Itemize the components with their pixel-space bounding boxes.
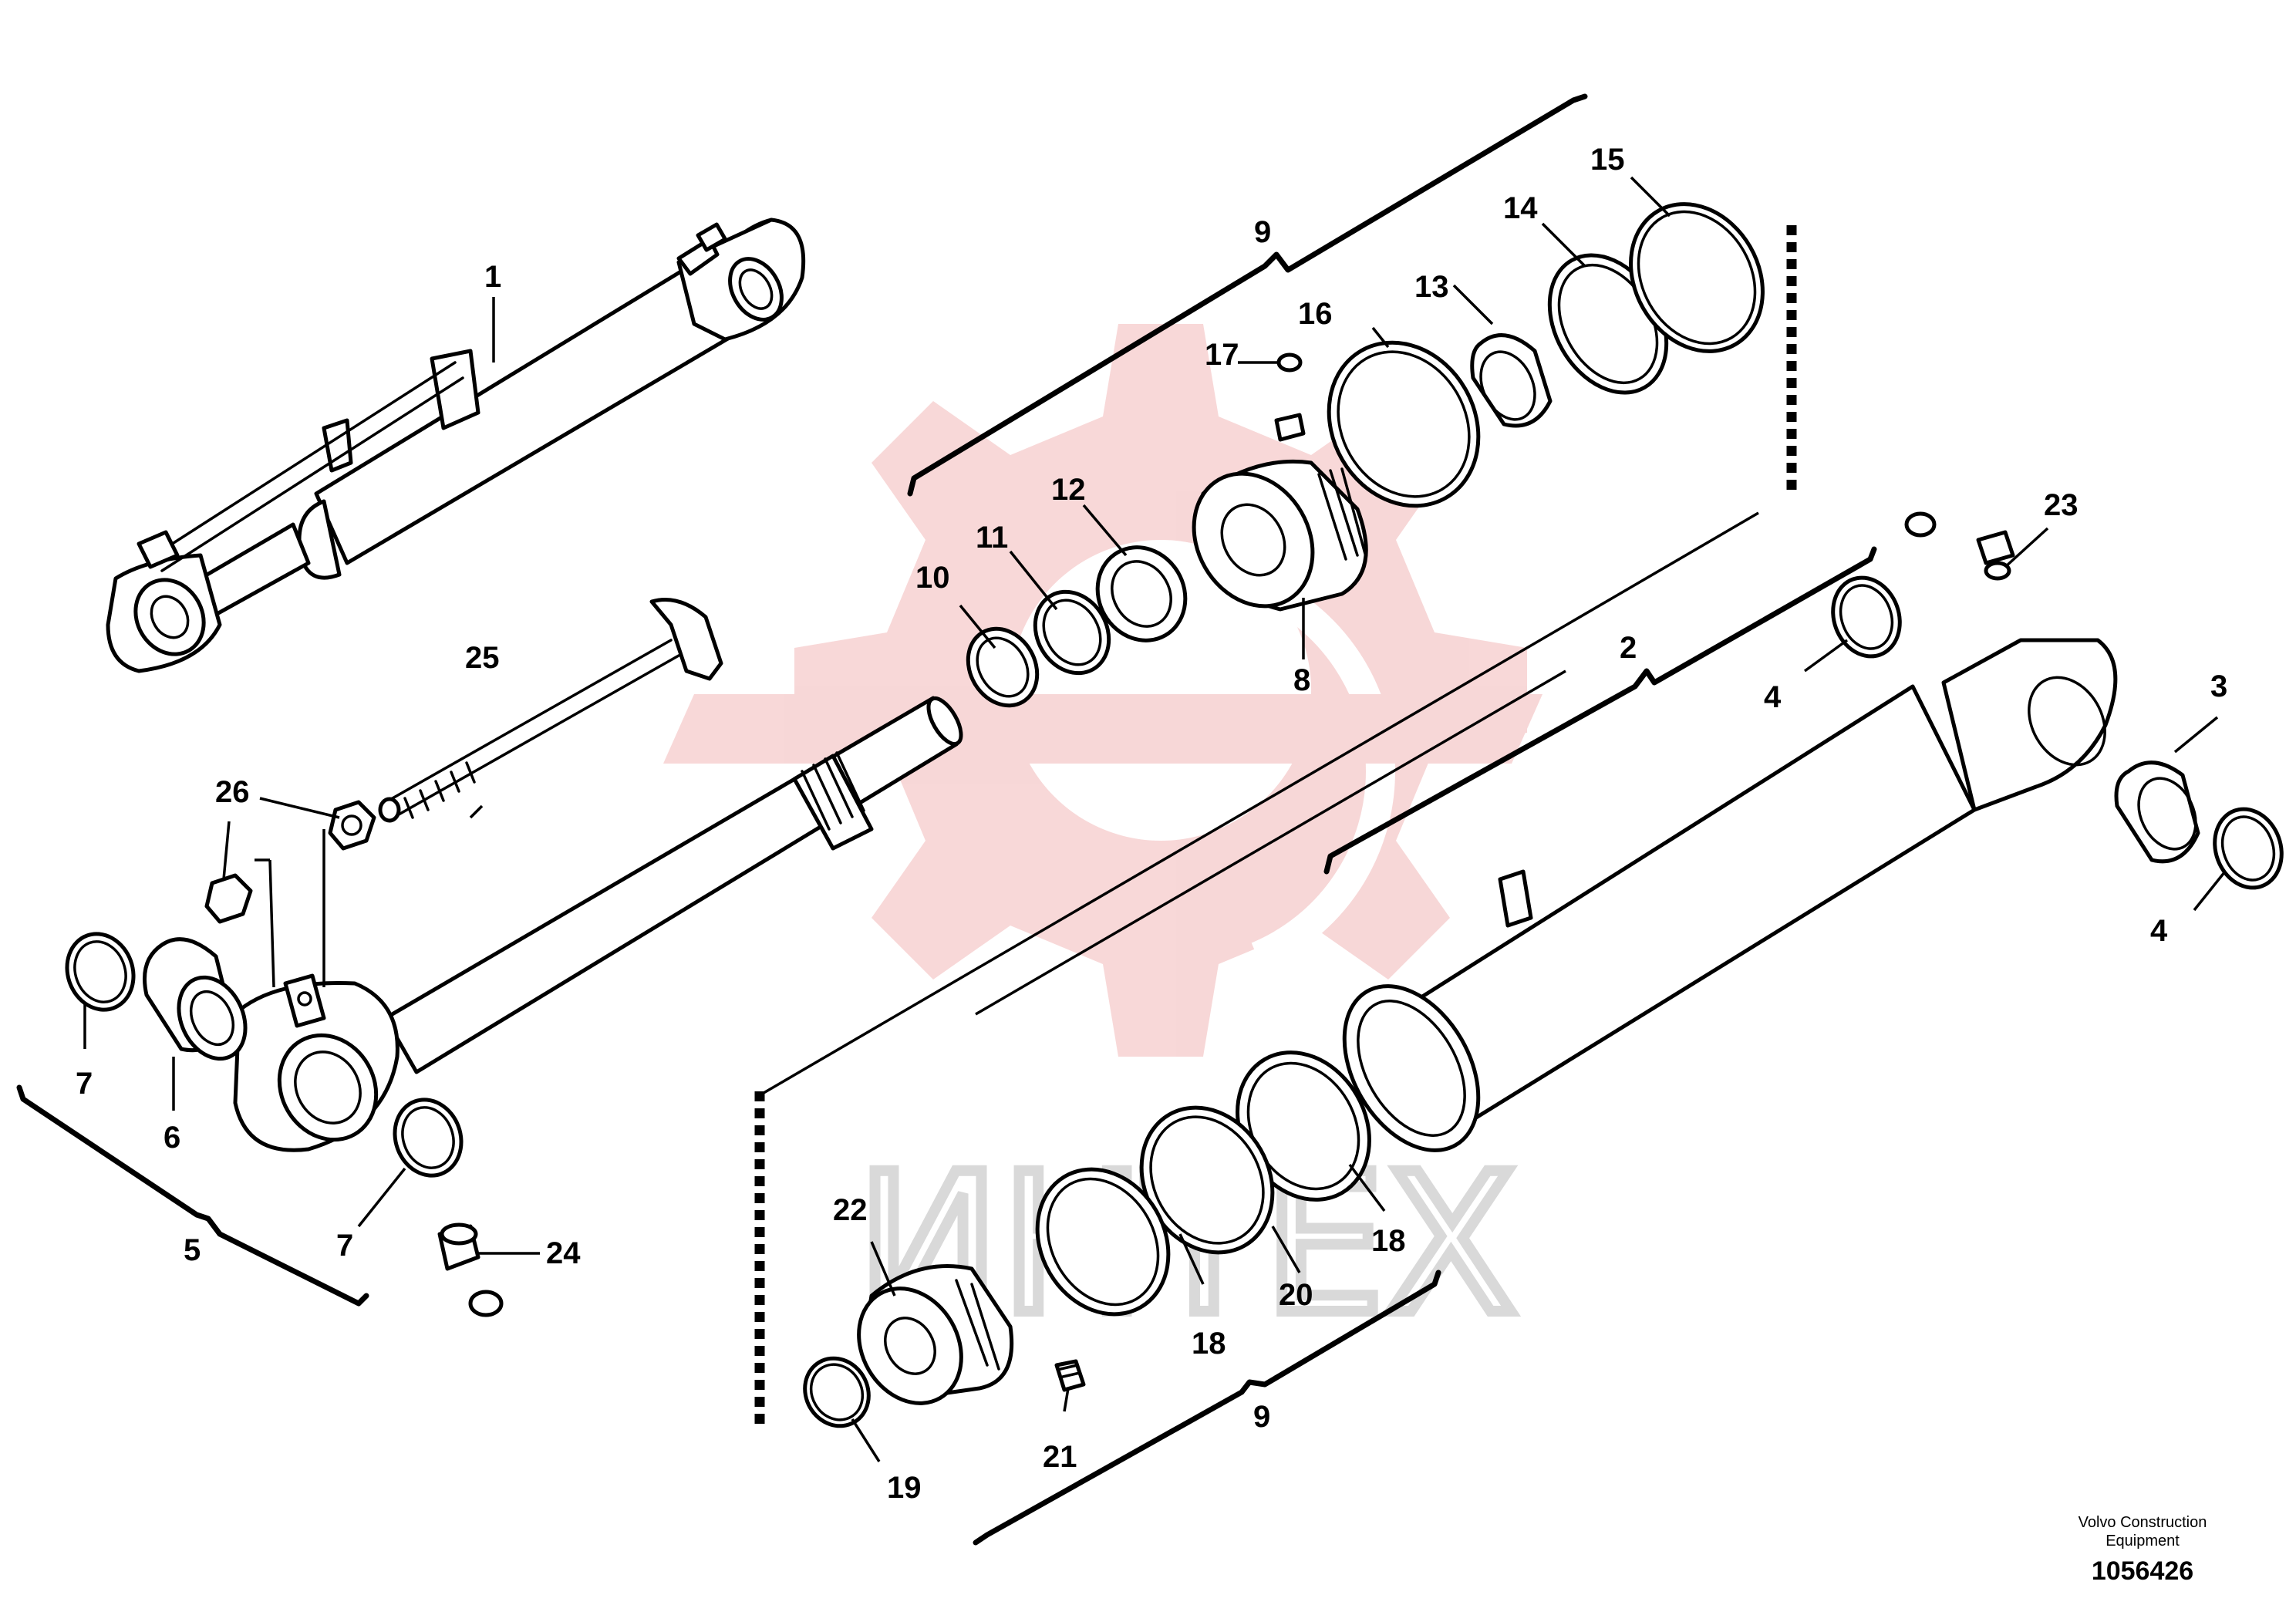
piston-22 (857, 1264, 1014, 1405)
brand-line-1: Volvo Construction (2079, 1514, 2207, 1531)
callout-17: 17 (1205, 338, 1239, 372)
callout-4-upper: 4 (1764, 680, 1782, 714)
bracket-diagonal (759, 511, 1759, 1097)
callout-9-bottom: 9 (1253, 1400, 1270, 1434)
callout-labels: 1 2 3 4 4 5 6 7 7 8 9 9 10 11 12 13 14 1… (76, 143, 2227, 1505)
bracket-diagonal-2 (975, 669, 1566, 1016)
snap-ring-left (65, 932, 136, 1012)
callout-3: 3 (2210, 669, 2227, 703)
brace-9-bottom (973, 1270, 1441, 1546)
bushing-left (143, 937, 248, 1061)
grease-nipple-24 (437, 1222, 504, 1317)
brace-2 (1323, 546, 1877, 875)
cylinder-tube (1342, 511, 2118, 1152)
callout-13: 13 (1414, 270, 1449, 304)
callout-8: 8 (1293, 663, 1310, 697)
assembled-cylinder (106, 218, 806, 673)
watermark-arc (1251, 572, 1395, 970)
watermark-bar (663, 694, 1542, 764)
ring-11 (1033, 589, 1111, 676)
leader-lines (83, 176, 2227, 1462)
ring-10 (966, 626, 1040, 708)
brace-9-top (907, 93, 1588, 497)
callout-21: 21 (1043, 1440, 1077, 1474)
callout-24: 24 (546, 1236, 581, 1270)
callout-18-right: 18 (1371, 1224, 1406, 1258)
callout-16: 16 (1298, 297, 1333, 331)
drawing-number: 1056426 (2092, 1556, 2193, 1586)
brand-line-2: Equipment (2106, 1533, 2180, 1549)
brace-5 (16, 1084, 369, 1307)
callout-4-lower: 4 (2150, 914, 2168, 948)
callout-5: 5 (184, 1233, 201, 1267)
callout-20: 20 (1279, 1278, 1313, 1312)
callout-2: 2 (1620, 631, 1637, 665)
callout-11: 11 (976, 521, 1008, 555)
callout-7-lower: 7 (336, 1229, 353, 1263)
hex-nut-lower (204, 873, 253, 924)
ring-15 (1629, 202, 1765, 353)
callout-25: 25 (465, 641, 500, 675)
callout-10: 10 (915, 561, 950, 595)
callout-22: 22 (833, 1193, 868, 1227)
callout-19: 19 (887, 1471, 922, 1505)
callout-9-top: 9 (1254, 215, 1271, 249)
callout-15: 15 (1590, 143, 1625, 177)
footer-block: Volvo Construction Equipment 1056426 (2079, 1514, 2207, 1586)
ring-12 (1095, 545, 1188, 642)
bushing-13 (1470, 333, 1553, 428)
o-ring-16 (1327, 340, 1481, 508)
callout-14: 14 (1503, 191, 1538, 225)
set-screw-21 (1054, 1359, 1086, 1392)
piston-rod (233, 696, 963, 1152)
callout-7-left: 7 (76, 1067, 93, 1101)
bushing-3 (2114, 760, 2200, 864)
callout-18-lower: 18 (1192, 1327, 1226, 1361)
callout-12: 12 (1051, 473, 1086, 507)
snap-ring-upper-right (1831, 575, 1902, 659)
cylinder-head-8 (1192, 352, 1368, 612)
hex-nut-upper (328, 800, 376, 851)
callout-1: 1 (484, 260, 501, 294)
ring-18-lower (1035, 1167, 1171, 1317)
snap-ring-lower-left (393, 1098, 464, 1178)
callout-26: 26 (215, 775, 250, 809)
rod-bolt (378, 598, 723, 823)
callout-23: 23 (2044, 488, 2079, 522)
snap-ring-lower-right (2213, 807, 2284, 890)
callout-6: 6 (164, 1121, 180, 1155)
